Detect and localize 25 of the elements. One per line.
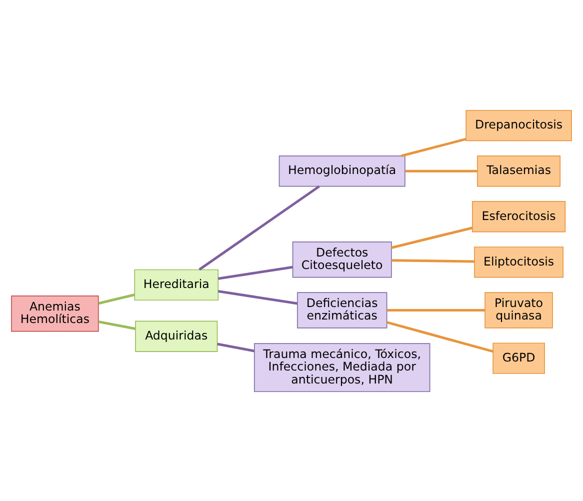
node-box: Drepanocitosis [466, 109, 572, 141]
node-box: Piruvato quinasa [484, 292, 553, 328]
node-box: Hereditaria [134, 268, 219, 300]
connector [391, 226, 473, 248]
node-box: Defectos Citoesqueleto [292, 241, 392, 278]
node-box: Anemias Hemolíticas [11, 294, 99, 332]
connector [98, 320, 136, 330]
node-box: Trauma mecánico, Tóxicos, Infecciones, Mediada por anticuerpos, HPN [254, 342, 430, 392]
node-box: Hemoglobinopatía [278, 155, 406, 186]
node-box: Eliptocitosis [474, 246, 564, 278]
node-box: Talasemias [477, 155, 561, 186]
node-box: Deficiencias enzimáticas [296, 292, 388, 328]
connector [98, 293, 135, 304]
node-box: G6PD [492, 342, 545, 374]
connector [386, 320, 494, 352]
connector [218, 290, 298, 304]
connector [386, 308, 486, 311]
connector [198, 184, 320, 270]
node-box: Adquiridas [135, 320, 218, 352]
connector [218, 265, 293, 280]
connector [405, 169, 478, 172]
node-box: Esferocitosis [472, 200, 566, 232]
connector [391, 258, 474, 262]
connector [217, 342, 255, 352]
connector [401, 137, 466, 157]
